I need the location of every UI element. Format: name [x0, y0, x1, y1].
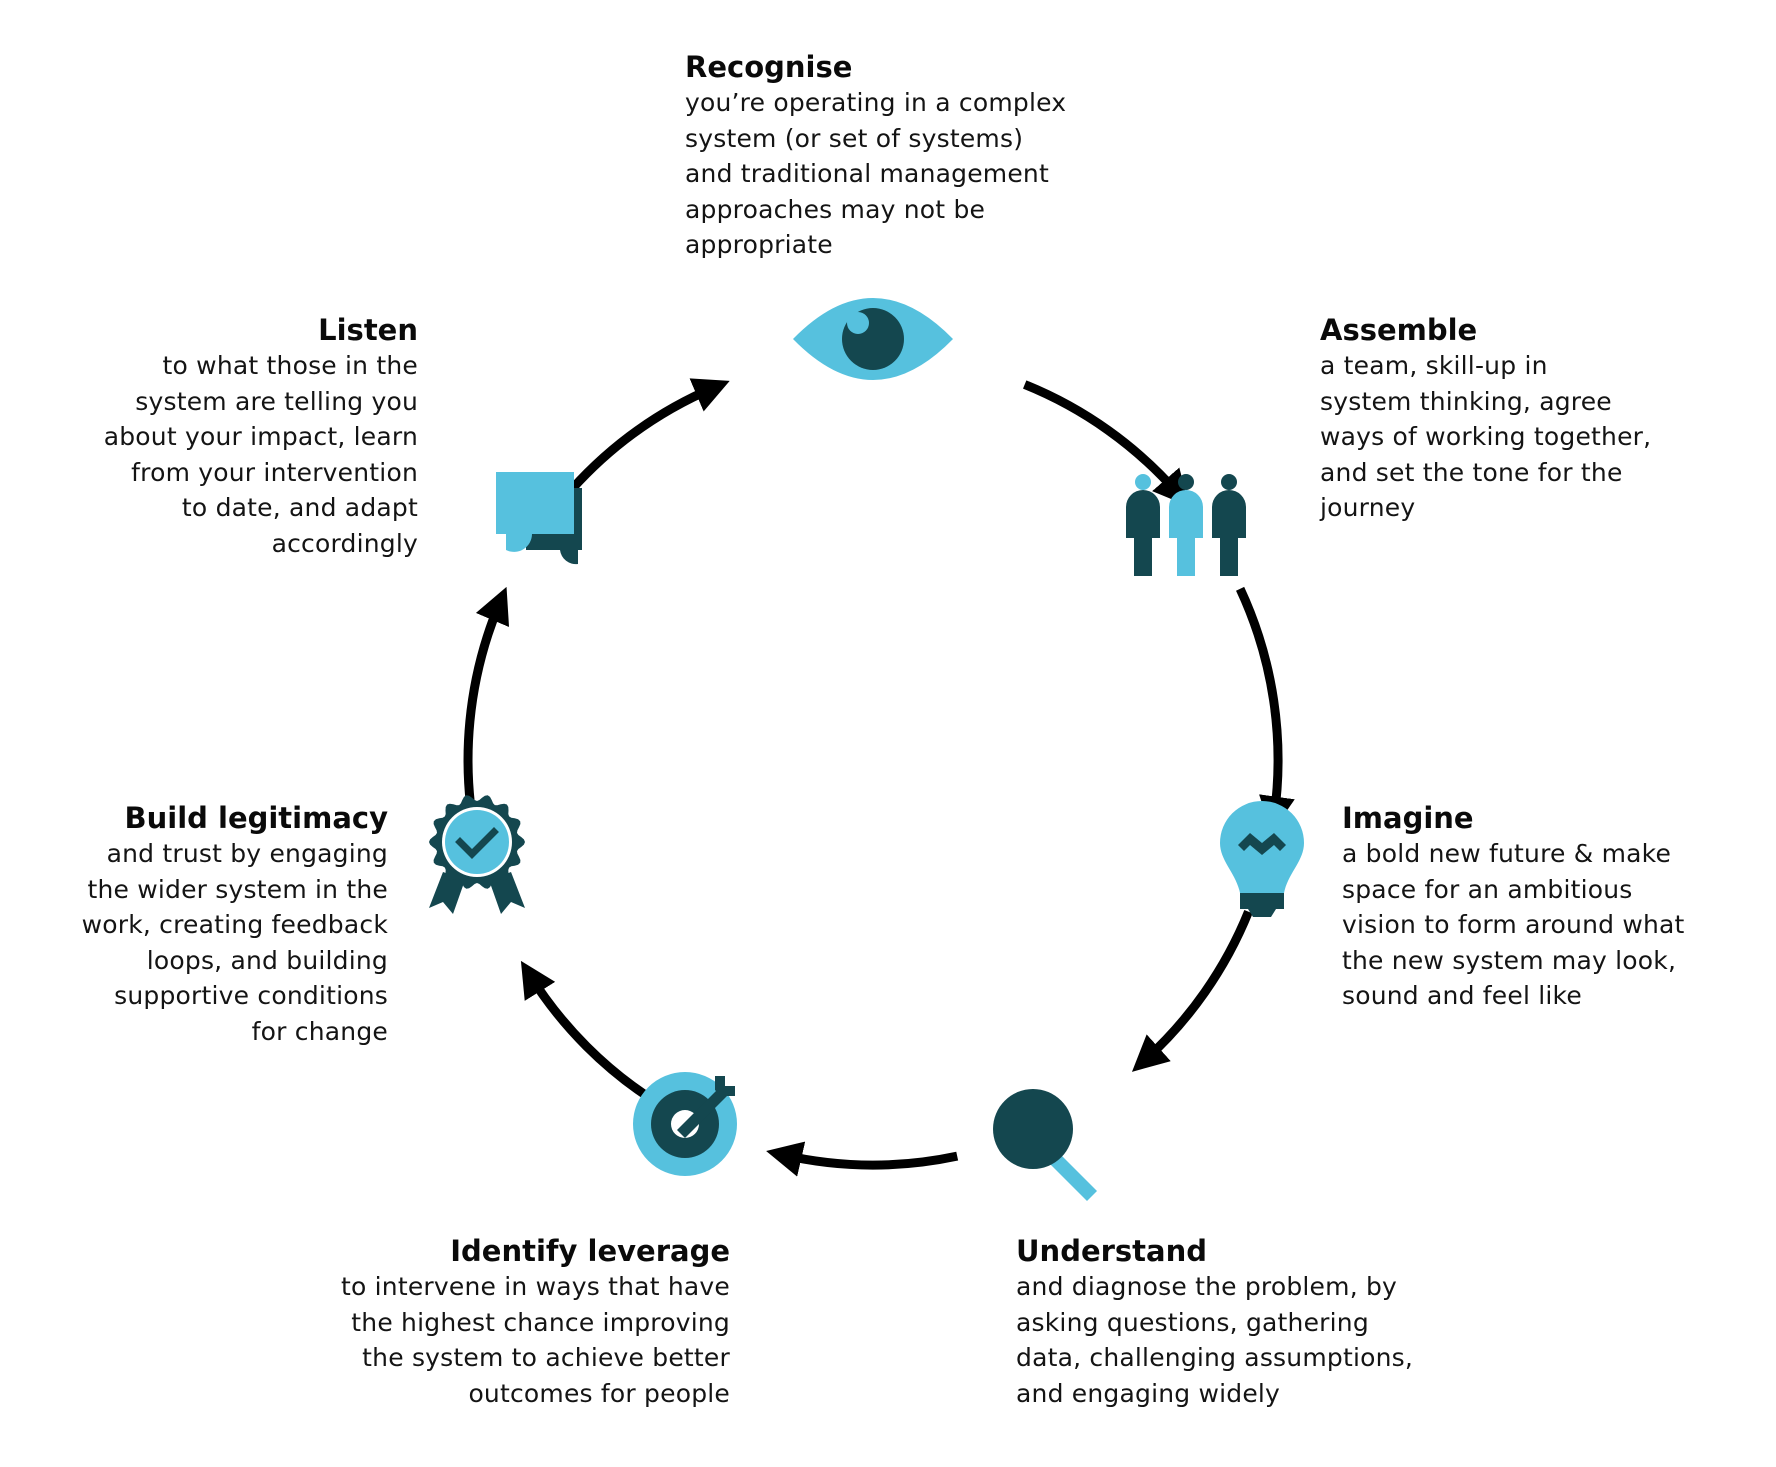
lightbulb-icon	[1220, 801, 1304, 917]
arrow-understand-to-identify	[766, 1141, 959, 1177]
step-title: Recognise	[685, 50, 853, 84]
step-description: to intervene in ways that have the highe…	[341, 1272, 730, 1408]
step-title: Listen	[318, 313, 418, 347]
step-title: Understand	[1016, 1234, 1208, 1268]
step-build-legitimacy: Build legitimacy and trust by engaging t…	[0, 800, 388, 1049]
step-understand: Understand and diagnose the problem, by …	[1016, 1233, 1476, 1411]
step-description: to what those in the system are telling …	[103, 351, 418, 558]
arrow-imagine-to-understand	[1131, 910, 1253, 1072]
step-identify-leverage: Identify leverage to intervene in ways t…	[270, 1233, 730, 1411]
step-title: Imagine	[1342, 801, 1474, 835]
step-description: a team, skill-up in system thinking, agr…	[1320, 351, 1652, 522]
step-recognise: Recognise you’re operating in a complex …	[685, 49, 1145, 263]
step-title: Build legitimacy	[124, 801, 388, 835]
step-description: a bold new future & make space for an am…	[1342, 839, 1685, 1010]
step-description: and trust by engaging the wider system i…	[81, 839, 388, 1046]
arrow-recognise-to-assemble	[1023, 380, 1190, 507]
speech-bubbles-icon	[496, 472, 582, 565]
arrow-assemble-to-imagine	[1236, 586, 1295, 833]
step-description: and diagnose the problem, by asking ques…	[1016, 1272, 1414, 1408]
step-title: Assemble	[1320, 313, 1478, 347]
arrow-listen-to-recognise	[568, 378, 730, 493]
magnifier-icon	[993, 1089, 1097, 1201]
team-people-icon	[1126, 474, 1246, 576]
arrow-identify-to-build	[520, 960, 661, 1108]
step-imagine: Imagine a bold new future & make space f…	[1342, 800, 1762, 1014]
award-badge-icon	[429, 795, 525, 914]
eye-icon	[793, 298, 953, 380]
step-assemble: Assemble a team, skill-up in system thin…	[1320, 312, 1750, 526]
step-description: you’re operating in a complex system (or…	[685, 88, 1067, 259]
target-dart-icon	[633, 1072, 737, 1176]
step-listen: Listen to what those in the system are t…	[0, 312, 418, 561]
step-title: Identify leverage	[450, 1234, 730, 1268]
